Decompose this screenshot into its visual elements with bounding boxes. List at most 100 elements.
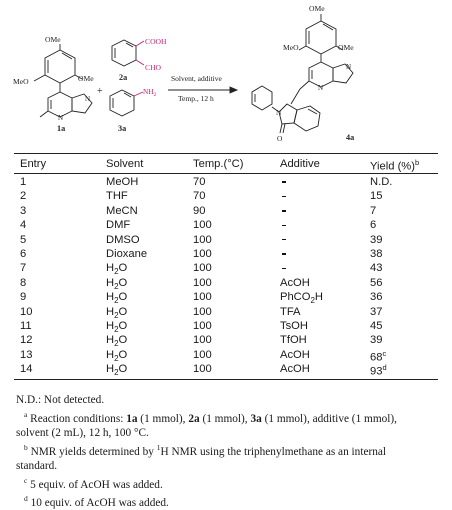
footnote-c: c 5 equiv. of AcOH was added. [24,475,163,491]
cell-additive: AcOH [280,348,310,361]
p-isoindolinone-n: N [276,108,282,117]
cell-entry: 9 [20,291,27,304]
label-3a: 3a [118,124,126,133]
cell-yield: 45 [370,320,382,332]
cell-temp: 70 [193,190,206,203]
conditions-top: Solvent, additive [171,74,222,83]
cell-temp: 100 [193,363,212,376]
cell-solvent: H2O [106,305,128,320]
no-additive-dash [282,210,286,212]
table-top-rule [14,153,438,154]
cell-solvent: H2O [106,320,128,335]
cell-solvent: H2O [106,334,128,349]
yield-value: 15 [370,190,383,203]
no-additive-dash [282,224,286,226]
cell-entry: 13 [20,348,33,361]
cell-additive [280,176,286,188]
no-additive-dash [282,181,286,183]
yield-value: 45 [370,320,383,332]
cell-temp: 90 [193,204,206,217]
yield-value: 39 [370,233,383,246]
header-yield: Yield (%)b [370,158,420,173]
footnote-d: d 10 equiv. of AcOH was added. [24,493,169,509]
cell-solvent: DMF [106,219,131,232]
cell-temp: 100 [193,262,212,275]
cell-additive [280,262,286,274]
reactant-2a-structure [111,39,145,67]
cell-temp: 100 [193,291,212,304]
table-header-rule [14,173,438,174]
cell-additive [280,234,286,246]
r2-cooh: COOH [145,37,167,46]
conditions-bottom: Temp., 12 h [178,94,214,103]
no-additive-dash [282,267,286,270]
cell-entry: 8 [20,276,27,289]
p-ome-top: OMe [309,4,325,13]
table-bottom-rule [14,379,438,380]
label-1a: 1a [57,124,65,133]
header-additive: Additive [280,158,320,170]
cell-solvent: Dioxane [106,248,148,260]
no-additive-dash [282,195,286,198]
cell-temp: 100 [193,348,212,361]
cell-additive: AcOH [280,363,310,376]
cell-solvent: H2O [106,363,128,378]
footnote-a-line2: solvent (2 mL), 12 h, 100 °C. [16,426,149,439]
yield-value: 36 [370,291,383,304]
cell-yield: 15 [370,190,382,202]
cell-entry: 12 [20,334,33,347]
cell-solvent: MeCN [106,204,138,217]
yield-value: 93 [370,365,383,378]
cell-yield: 39 [370,234,382,246]
no-additive-dash [282,238,286,241]
r1-ome-top: OMe [45,35,61,44]
cell-yield: 6 [370,219,376,231]
cell-temp: 100 [193,334,212,347]
cell-yield: 36 [370,291,382,303]
r2-cho: CHO [145,63,162,72]
label-4a: 4a [346,133,354,142]
cell-solvent: MeOH [106,176,139,188]
header-entry: Entry [20,158,47,170]
header-temp: Temp.(°C) [193,158,244,170]
cell-yield: 56 [370,277,382,289]
cell-entry: 6 [20,248,27,260]
cell-entry: 7 [20,262,27,275]
cell-additive: TfOH [280,334,307,347]
cell-yield: 7 [370,205,376,217]
cell-solvent: H2O [106,262,128,277]
no-additive-dash [282,253,286,255]
p-n-atom-2: N [346,63,351,71]
p-carbonyl-o: O [277,134,283,143]
r1-ome-right: OMe [78,74,94,83]
cell-additive [280,205,286,217]
yield-value: 7 [370,204,377,217]
cell-temp: 100 [193,276,212,289]
cell-entry: 10 [20,305,33,318]
reaction-arrow [168,86,239,94]
r1-meo-left: MeO [13,77,29,86]
footnote-b-line2: standard. [16,459,58,472]
reaction-scheme: OMe MeO OMe N N 1a COOH CHO 2a + + NH2 3… [13,4,354,143]
cell-solvent: THF [106,190,128,203]
cell-entry: 3 [20,204,27,217]
reactant-3a-structure [109,89,144,117]
cell-entry: 5 [20,233,27,246]
yield-value: 38 [370,248,383,260]
cell-temp: 70 [193,176,206,188]
product-4a-structure [251,14,354,134]
cell-yield: 39 [370,334,382,346]
cell-entry: 2 [20,190,27,203]
cell-additive: AcOH [280,276,310,289]
p-n-atom: N [318,84,323,92]
r1-n-atom-2: N [85,95,90,103]
yield-value: 37 [370,305,383,318]
p-ome-right: OMe [338,43,354,52]
header-solvent: Solvent [106,158,144,170]
footnote-b: b NMR yields determined by 1H NMR using … [24,442,387,458]
label-2a: 2a [119,73,127,82]
yield-footnote-mark: d [382,363,387,373]
cell-additive [280,248,286,260]
cell-additive [280,219,286,231]
footnote-a: a Reaction conditions: 1a (1 mmol), 2a (… [24,409,397,425]
